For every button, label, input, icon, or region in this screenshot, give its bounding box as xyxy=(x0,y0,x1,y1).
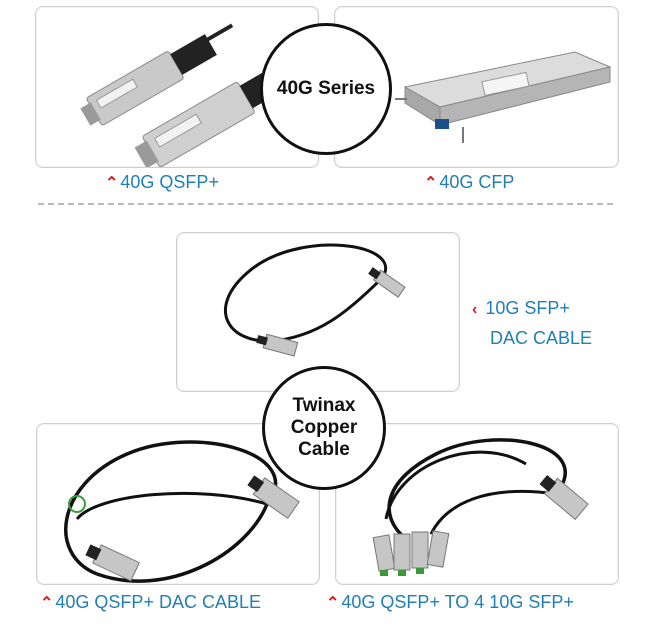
sfp-dac-side-label[interactable]: ‹ 10G SFP+ DAC CABLE xyxy=(472,294,592,352)
up-chevron-icon: ⌃ xyxy=(105,175,119,192)
qsfp-caption-text: 40G QSFP+ xyxy=(120,172,219,192)
breakout-caption[interactable]: ⌃40G QSFP+ TO 4 10G SFP+ xyxy=(326,592,574,613)
qsfp-module-image xyxy=(80,23,294,167)
twinax-badge-line1: Twinax xyxy=(292,395,356,416)
cfp-caption-text: 40G CFP xyxy=(439,172,515,192)
qsfp-dac-caption-text: 40G QSFP+ DAC CABLE xyxy=(55,592,261,612)
up-chevron-icon: ⌃ xyxy=(326,595,340,612)
section-divider xyxy=(38,203,613,205)
left-chevron-icon: ‹ xyxy=(472,301,478,318)
breakout-cable-image xyxy=(372,438,589,576)
sfp-dac-panel xyxy=(176,232,460,392)
qsfp-dac-cable-image xyxy=(64,440,300,583)
qsfp-caption[interactable]: ⌃40G QSFP+ xyxy=(105,172,219,193)
twinax-badge-line3: Cable xyxy=(298,439,350,460)
up-chevron-icon: ⌃ xyxy=(424,175,438,192)
cfp-module-image xyxy=(395,51,612,143)
40g-series-badge: 40G Series xyxy=(260,23,392,155)
40g-series-badge-text: 40G Series xyxy=(276,78,376,99)
up-chevron-icon: ⌃ xyxy=(40,595,54,612)
twinax-badge-line2: Copper xyxy=(290,417,358,438)
sfp-dac-label-line2: DAC CABLE xyxy=(490,328,593,348)
breakout-caption-text: 40G QSFP+ TO 4 10G SFP+ xyxy=(341,592,574,612)
cfp-caption[interactable]: ⌃40G CFP xyxy=(424,172,514,193)
sfp-dac-cable-image xyxy=(224,243,406,357)
breakout-cable-panel xyxy=(335,423,619,585)
sfp-dac-label-line1: 10G SFP+ xyxy=(485,298,570,318)
twinax-copper-cable-badge: Twinax Copper Cable xyxy=(262,366,386,490)
qsfp-dac-caption[interactable]: ⌃40G QSFP+ DAC CABLE xyxy=(40,592,261,613)
